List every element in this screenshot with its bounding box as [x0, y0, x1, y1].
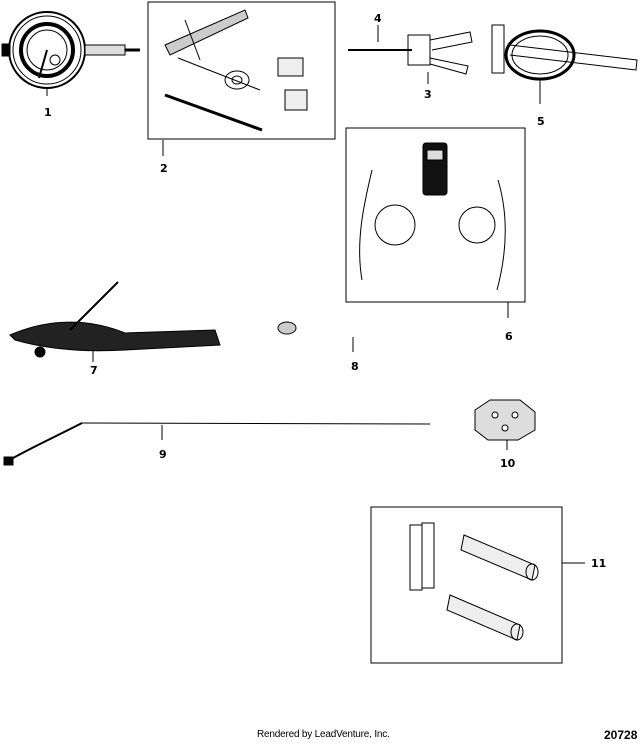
callout-2: 2 — [160, 162, 168, 175]
callout-11: 11 — [591, 557, 606, 570]
part-8-small-fitting — [277, 321, 354, 352]
part-10-spline-tool — [474, 399, 536, 450]
callout-6: 6 — [505, 330, 513, 343]
part-4-probe — [348, 25, 412, 51]
part-6-box — [345, 127, 526, 303]
callout-5: 5 — [537, 115, 545, 128]
callout-4: 4 — [374, 12, 382, 25]
part-2-adapter-kit — [147, 1, 336, 156]
part-3-clamp-pliers — [407, 31, 473, 84]
callout-10: 10 — [500, 457, 516, 470]
part-6-test-meter-kit — [345, 127, 526, 318]
part-2-box — [147, 1, 336, 140]
callout-8: 8 — [351, 360, 359, 373]
callout-1: 1 — [44, 106, 52, 119]
callout-7: 7 — [90, 364, 98, 377]
part-7-grease-gun — [9, 281, 221, 362]
callout-3: 3 — [424, 88, 432, 101]
part-1-dial-indicator — [1, 11, 140, 96]
diagram-number: 20728 — [604, 728, 638, 742]
part-11-box — [370, 506, 563, 664]
part-9-wire-harness — [3, 422, 431, 466]
rendered-by-text: Rendered by LeadVenture, Inc. — [257, 729, 390, 740]
callout-9: 9 — [159, 448, 167, 461]
part-5-band-clamp — [491, 24, 638, 104]
part-11-tool-set — [370, 506, 585, 664]
